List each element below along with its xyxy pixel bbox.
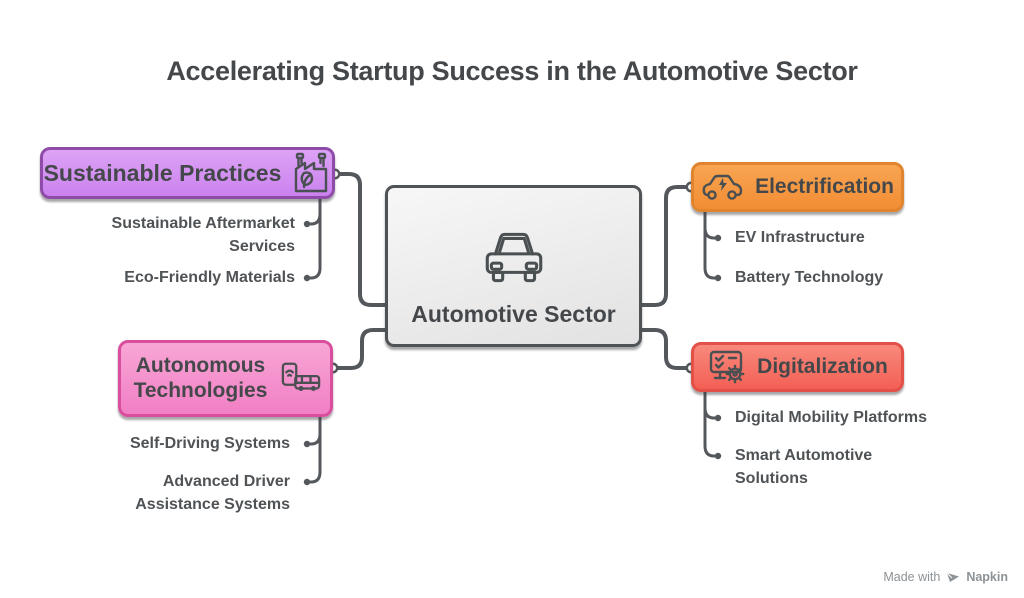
link-digitalization-child-2 <box>703 390 718 458</box>
child-battery-technology: Battery Technology <box>735 269 884 286</box>
watermark: Made with Napkin <box>883 570 1008 584</box>
child-sustainable-aftermarket-services: Sustainable Aftermarket Services <box>111 215 295 255</box>
central-node-label: Automotive Sector <box>411 301 616 327</box>
child-endpoint-dot <box>714 414 722 422</box>
electric-car-icon <box>701 171 745 203</box>
link-autonomous-child-1 <box>307 415 322 446</box>
child-digital-mobility-platforms: Digital Mobility Platforms <box>735 409 928 426</box>
link-sustainable-child-1 <box>307 197 322 226</box>
link-center-digitalization <box>640 328 693 370</box>
link-sustainable-center <box>333 172 387 307</box>
digital-screen-gear-icon <box>707 349 747 385</box>
node-digitalization: Digitalization <box>691 342 904 392</box>
child-self-driving-systems: Self-Driving Systems <box>129 435 290 452</box>
car-front-icon <box>477 229 551 287</box>
link-autonomous-child-2 <box>307 415 322 484</box>
branch-label: Autonomous Technologies <box>133 353 268 402</box>
link-electrification-child-1 <box>703 210 718 240</box>
child-endpoint-dot <box>303 274 311 282</box>
child-endpoint-dot <box>303 478 311 486</box>
node-electrification: Electrification <box>691 162 904 212</box>
child-endpoint-dot <box>714 274 722 282</box>
branch-label: Electrification <box>755 175 894 198</box>
link-electrification-child-2 <box>703 210 718 280</box>
node-sustainable-practices: Sustainable Practices <box>40 147 335 199</box>
link-sustainable-child-2 <box>307 197 322 280</box>
node-automotive-sector: Automotive Sector <box>385 185 642 347</box>
child-advanced-driver-assistance-systems: Advanced Driver Assistance Systems <box>135 473 290 513</box>
branch-label: Digitalization <box>757 355 888 378</box>
child-endpoint-dot <box>714 234 722 242</box>
child-smart-automotive-solutions: Smart Automotive Solutions <box>735 447 873 487</box>
eco-factory-icon <box>291 152 331 194</box>
child-ev-infrastructure: EV Infrastructure <box>735 229 865 246</box>
diagram-title: Accelerating Startup Success in the Auto… <box>166 56 858 86</box>
node-autonomous-technologies: Autonomous Technologies <box>118 340 333 417</box>
child-endpoint-dot <box>303 440 311 448</box>
child-eco-friendly-materials: Eco-Friendly Materials <box>124 269 295 286</box>
branch-label: Sustainable Practices <box>43 159 282 186</box>
phone-bus-icon <box>281 361 321 397</box>
watermark-prefix: Made with <box>883 570 941 584</box>
link-digitalization-child-1 <box>703 390 718 420</box>
child-endpoint-dot <box>714 452 722 460</box>
napkin-logo-icon <box>946 571 960 583</box>
watermark-brand: Napkin <box>966 570 1008 584</box>
link-center-electrification <box>640 185 693 307</box>
link-autonomous-center <box>331 328 387 370</box>
child-endpoint-dot <box>303 220 311 228</box>
